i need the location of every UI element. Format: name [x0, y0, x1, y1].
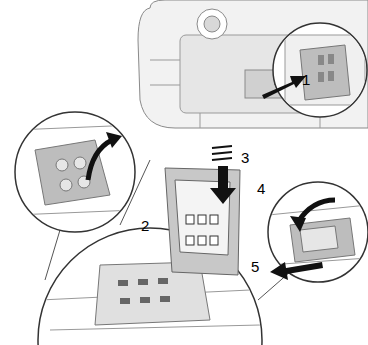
arrow-head	[290, 216, 306, 232]
sim-contact	[210, 236, 218, 245]
motion-lines	[212, 146, 232, 160]
sim-contact	[186, 215, 194, 224]
push-arrow	[262, 76, 306, 99]
rotate-arrow	[88, 140, 112, 180]
holder-area	[285, 35, 365, 105]
camera-ring	[197, 9, 227, 39]
callout-number: 3	[241, 150, 249, 166]
phone-back	[138, 0, 368, 128]
holder-hole	[74, 157, 86, 169]
contact-pin	[140, 297, 150, 303]
callout-number: 1	[302, 72, 310, 88]
callout-number: 4	[257, 181, 265, 197]
contact-pin	[120, 298, 130, 304]
leader-line	[45, 230, 60, 280]
holder-hole	[60, 179, 72, 191]
contact	[318, 55, 324, 65]
sim-contact	[198, 236, 206, 245]
sim-holder	[300, 45, 350, 100]
callout-number: 2	[141, 218, 149, 234]
zoom-circle	[273, 23, 367, 117]
sim-contact	[210, 215, 218, 224]
contact-pin	[158, 278, 168, 284]
contact-pin	[160, 296, 170, 302]
detail-circle	[268, 182, 368, 282]
lock-arrow	[270, 262, 323, 280]
holder-hole	[56, 159, 68, 171]
sim-contact	[198, 215, 206, 224]
zoom-circle	[15, 112, 135, 232]
frame-line	[15, 125, 135, 215]
detail-circle	[262, 23, 367, 117]
callout-number: 5	[251, 259, 259, 275]
frame-line	[268, 205, 368, 265]
phone-body	[138, 0, 368, 128]
camera-lens	[204, 16, 220, 32]
sim-holder-lid	[165, 168, 240, 275]
zoom-circle	[268, 182, 368, 282]
contact	[318, 72, 324, 82]
contact-pin	[138, 279, 148, 285]
sim-card	[300, 226, 338, 252]
contact	[328, 71, 334, 81]
insert-arrow	[210, 166, 236, 204]
contact	[328, 54, 334, 64]
detail-circle	[38, 146, 262, 345]
arrow-head	[106, 132, 122, 148]
detail-circle	[15, 112, 135, 232]
contact-pin	[118, 280, 128, 286]
sim-contact	[186, 236, 194, 245]
